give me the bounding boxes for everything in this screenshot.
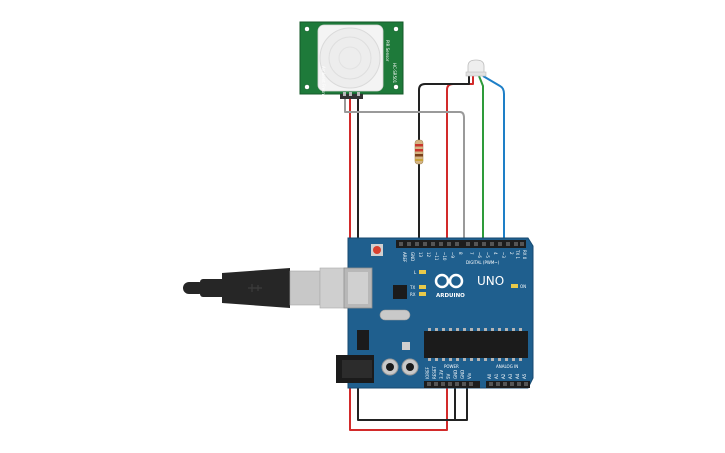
power-pin-3v3: 3.3V [439, 370, 444, 379]
analog-pin-a1: A1 [494, 373, 499, 379]
pin-label-11: ~11 [434, 252, 439, 261]
power-pin-vin: Vin [467, 372, 472, 379]
pin-label-12: 12 [426, 252, 431, 258]
pin-label-10: ~10 [442, 252, 447, 261]
led-rx [419, 292, 426, 296]
pin-label-7: 7 [469, 252, 474, 255]
analog-pin-a0: A0 [487, 373, 492, 379]
usb-chip [393, 285, 407, 299]
pin-label-aref: AREF [402, 252, 407, 263]
wire-black-led[interactable] [418, 76, 470, 240]
led-on [511, 284, 518, 288]
crystal [379, 309, 411, 321]
digital-header-pins[interactable] [399, 242, 524, 246]
pin-label-5: ~5 [485, 252, 490, 258]
arduino-uno[interactable]: DIGITAL (PWM~) AREF GND 13 12 ~11 ~10 ~9… [336, 237, 534, 389]
wire-gray-signal[interactable] [344, 95, 465, 240]
analog-pin-a5: A5 [522, 373, 527, 379]
pin-label-rx0: RX 0 [522, 250, 527, 260]
led-rx-label: RX [410, 292, 416, 297]
arduino-brand: ARDUINO [436, 293, 465, 299]
pin-label-8: 8 [458, 252, 463, 255]
power-pin-gnd1: GND [453, 370, 458, 379]
pin-label-13: 13 [418, 252, 423, 258]
pir-label-side: HC-SR501 [392, 63, 397, 84]
resistor[interactable] [414, 139, 424, 165]
wire-black-gnd-bottom[interactable] [454, 380, 468, 421]
led-tx [419, 285, 426, 289]
pir-label-top: PIR Sensor [385, 40, 390, 62]
wire-blue[interactable] [482, 75, 505, 240]
voltage-regulator [357, 330, 369, 350]
pin-label-2: 2 [509, 252, 514, 255]
power-pin-ioref: IOREF [425, 366, 430, 379]
led-l [419, 270, 426, 274]
analog-pin-a3: A3 [508, 373, 513, 379]
pir-sensor[interactable]: PIR Sensor HC-SR501 Ambient Fresnel [299, 21, 404, 99]
pin-label-gnd: GND [410, 252, 415, 261]
analog-label: ANALOG IN [496, 364, 518, 369]
pir-label-right: Ambient Fresnel [321, 66, 326, 98]
pin-label-tx1: TX 1 [515, 249, 520, 259]
power-pin-reset: RESET [432, 366, 437, 379]
led-tx-label: TX [409, 285, 415, 290]
power-pin-gnd2: GND [460, 370, 465, 379]
pin-label-3: ~3 [501, 252, 506, 258]
pin-label-4: 4 [493, 252, 498, 255]
usb-icon [248, 284, 262, 292]
arduino-model: UNO [477, 274, 504, 288]
usb-cable[interactable] [183, 267, 354, 309]
analog-pin-a2: A2 [501, 373, 506, 379]
rgb-led[interactable] [465, 59, 487, 77]
analog-pin-a4: A4 [515, 373, 520, 379]
wire-green[interactable] [478, 75, 484, 240]
led-l-label: L [414, 270, 417, 275]
power-pin-5v: 5V [446, 373, 451, 379]
digital-header-label: DIGITAL (PWM~) [466, 260, 500, 265]
power-label: POWER [444, 364, 459, 369]
pin-label-9: ~9 [450, 252, 455, 258]
pin-label-6: ~6 [477, 252, 482, 258]
microcontroller-chip [424, 331, 528, 358]
analog-header[interactable] [486, 381, 530, 388]
led-on-label: ON [520, 284, 526, 289]
arduino-logo-icon [434, 273, 464, 289]
